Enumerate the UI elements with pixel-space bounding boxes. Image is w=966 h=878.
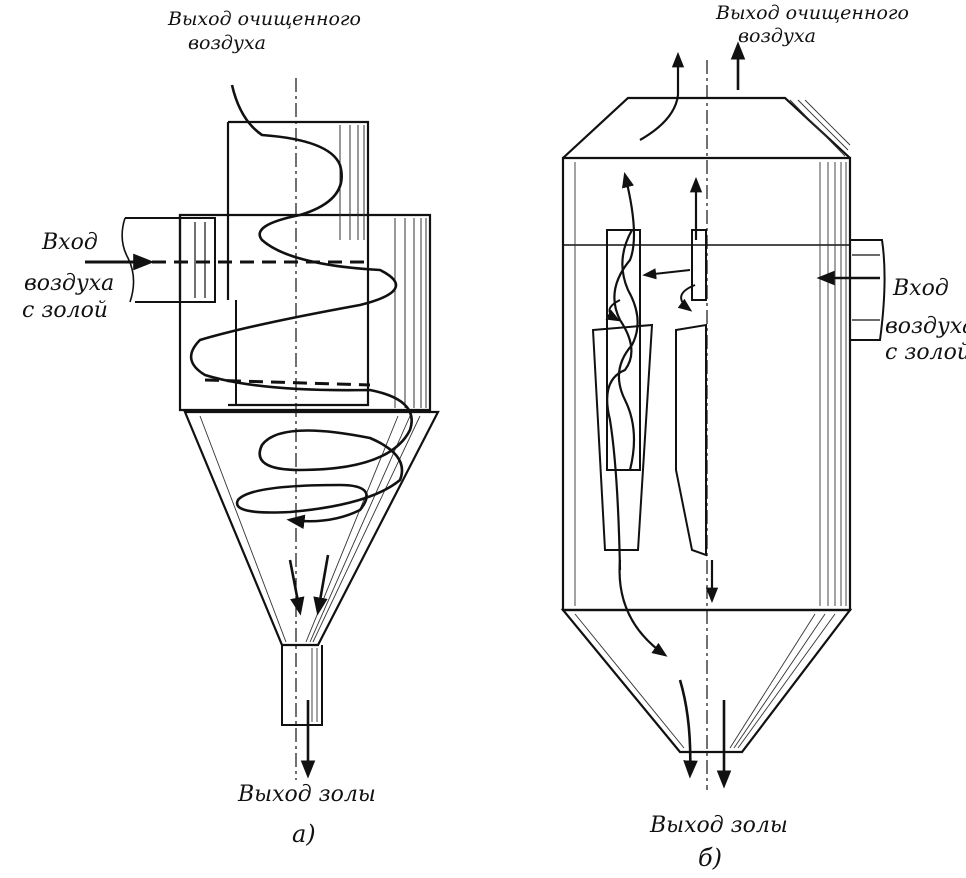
figure-a-ash-outlet: Выход золы <box>238 782 376 807</box>
figure-a-outlet-air-line1: Выход очищенного <box>168 8 361 30</box>
figure-a-inlet-line3: с золой <box>22 298 108 323</box>
figure-a-inlet-line1: Вход <box>42 230 98 255</box>
figure-a-inlet-line2: воздуха <box>24 271 115 296</box>
figure-b-inlet-line2: воздуха <box>885 314 966 339</box>
figure-b-inlet-line1: Вход <box>893 276 949 301</box>
figure-b-outlet-air-line2: воздуха <box>738 25 816 47</box>
figure-b-caption: б) <box>698 844 723 872</box>
figure-a-outlet-air-line2: воздуха <box>188 32 266 54</box>
figure-a-caption: а) <box>292 820 316 848</box>
figure-b-outlet-air-line1: Выход очищенного <box>716 2 909 24</box>
figure-b-inlet-line3: с золой <box>885 340 966 365</box>
cyclone-b <box>560 41 886 790</box>
cyclone-a <box>85 78 440 780</box>
figure-b-ash-outlet: Выход золы <box>650 813 788 838</box>
